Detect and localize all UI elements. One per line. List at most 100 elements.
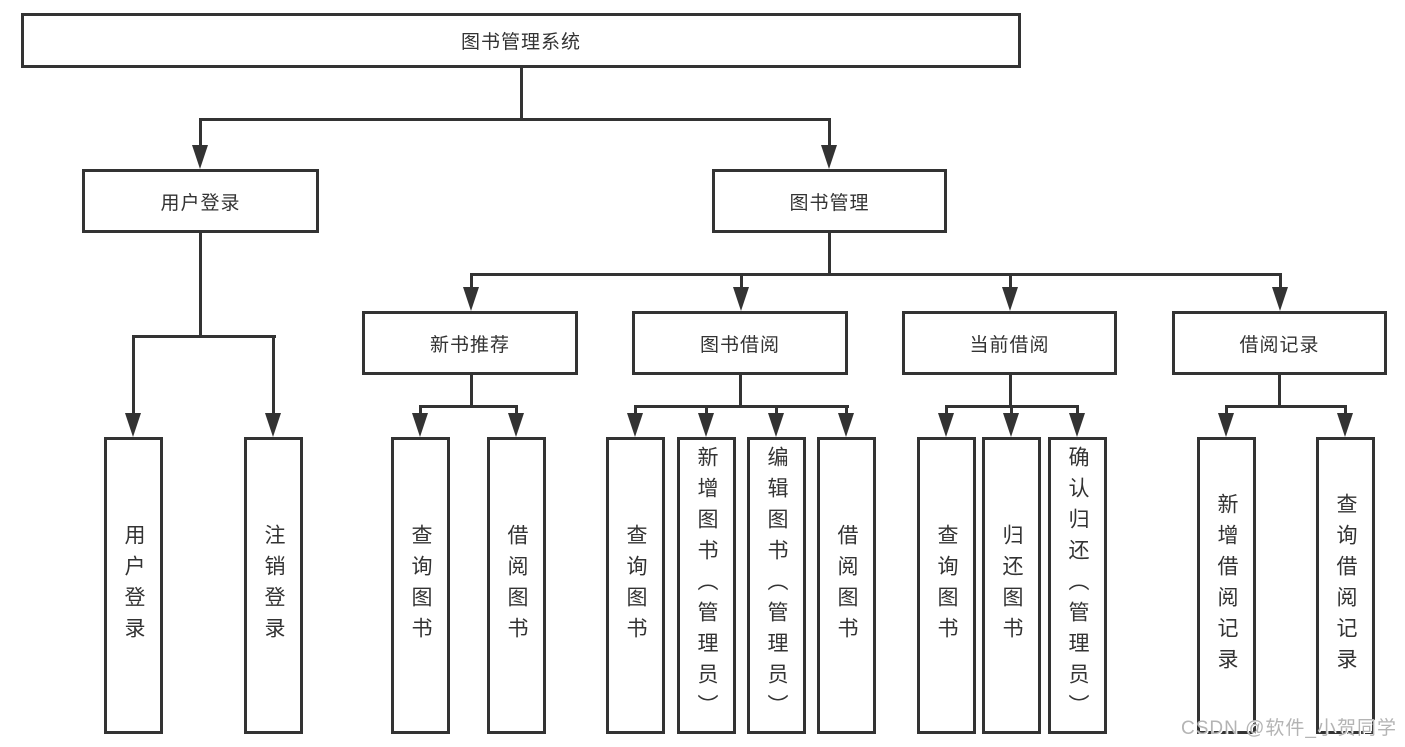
- arrow-shaft: [704, 405, 708, 413]
- down-arrow: [1271, 273, 1289, 311]
- connector-vline: [1278, 375, 1281, 405]
- leaf-borrow-books: 借阅图书: [817, 437, 876, 734]
- leaf-return-book: 归还图书: [982, 437, 1041, 734]
- down-arrow: [1002, 405, 1020, 437]
- node-current-borrow: 当前借阅: [902, 311, 1117, 375]
- down-arrow: [1336, 405, 1354, 437]
- node-root-library-system: 图书管理系统: [21, 13, 1021, 68]
- arrowhead-down-icon: [1002, 287, 1018, 311]
- arrowhead-down-icon: [463, 287, 479, 311]
- down-arrow: [767, 405, 785, 437]
- leaf-confirm-return-admin: 确认归还（管理员）: [1048, 437, 1107, 734]
- down-arrow: [732, 273, 750, 311]
- arrow-shaft: [1278, 273, 1282, 287]
- down-arrow: [820, 118, 838, 169]
- csdn-watermark: CSDN @软件_小贺同学: [1181, 718, 1397, 739]
- leaf-label: 新增借阅记录: [1215, 492, 1238, 679]
- arrow-shaft: [1075, 405, 1079, 413]
- leaf-current-query-books: 查询图书: [917, 437, 976, 734]
- arrowhead-down-icon: [265, 413, 281, 437]
- leaf-user-login: 用户登录: [104, 437, 163, 734]
- leaf-borrow-query-books: 查询图书: [606, 437, 665, 734]
- arrow-shaft: [1224, 405, 1228, 413]
- arrow-shaft: [774, 405, 778, 413]
- down-arrow: [626, 405, 644, 437]
- node-user-login: 用户登录: [82, 169, 319, 233]
- arrow-shaft: [844, 405, 848, 413]
- connector-hline: [418, 405, 518, 408]
- down-arrow: [264, 335, 282, 437]
- connector-hline: [198, 118, 831, 121]
- leaf-label: 归还图书: [1000, 523, 1023, 648]
- arrowhead-down-icon: [192, 145, 208, 169]
- arrowhead-down-icon: [838, 413, 854, 437]
- connector-hline: [634, 405, 849, 408]
- connector-hline: [1225, 405, 1347, 408]
- arrowhead-down-icon: [1337, 413, 1353, 437]
- connector-vline: [1008, 375, 1012, 405]
- down-arrow: [937, 405, 955, 437]
- arrowhead-down-icon: [768, 413, 784, 437]
- arrowhead-down-icon: [1218, 413, 1234, 437]
- down-arrow: [837, 405, 855, 437]
- leaf-label: 查询图书: [935, 523, 958, 648]
- down-arrow: [411, 405, 429, 437]
- leaf-label: 查询借阅记录: [1334, 492, 1357, 679]
- leaf-logout: 注销登录: [244, 437, 303, 734]
- down-arrow: [697, 405, 715, 437]
- leaf-label: 用户登录: [122, 523, 145, 648]
- down-arrow: [1001, 273, 1019, 311]
- node-borrow-records: 借阅记录: [1172, 311, 1387, 375]
- down-arrow: [462, 273, 480, 311]
- leaf-add-borrow-record: 新增借阅记录: [1197, 437, 1256, 734]
- arrow-shaft: [131, 335, 135, 413]
- arrowhead-down-icon: [1003, 413, 1019, 437]
- leaf-query-borrow-record: 查询借阅记录: [1316, 437, 1375, 734]
- node-new-book-recommend: 新书推荐: [362, 311, 578, 375]
- leaf-label: 借阅图书: [835, 523, 858, 648]
- arrow-shaft: [633, 405, 637, 413]
- leaf-label: 借阅图书: [505, 523, 528, 648]
- arrow-shaft: [469, 273, 473, 287]
- node-book-management: 图书管理: [712, 169, 947, 233]
- leaf-recommend-borrow-books: 借阅图书: [487, 437, 546, 734]
- arrow-shaft: [1008, 273, 1012, 287]
- arrowhead-down-icon: [508, 413, 524, 437]
- down-arrow: [124, 335, 142, 437]
- leaf-recommend-query-books: 查询图书: [391, 437, 450, 734]
- down-arrow: [507, 405, 525, 437]
- connector-vline: [198, 233, 202, 335]
- arrowhead-down-icon: [821, 145, 837, 169]
- arrowhead-down-icon: [1069, 413, 1085, 437]
- arrow-shaft: [198, 118, 202, 145]
- down-arrow: [1068, 405, 1086, 437]
- leaf-label: 新增图书（管理员）: [695, 446, 718, 725]
- connector-vline: [469, 375, 473, 405]
- connector-hline: [131, 335, 276, 338]
- arrowhead-down-icon: [938, 413, 954, 437]
- arrow-shaft: [827, 118, 831, 145]
- arrow-shaft: [418, 405, 422, 413]
- arrowhead-down-icon: [627, 413, 643, 437]
- arrow-shaft: [739, 273, 743, 287]
- leaf-label: 查询图书: [409, 523, 432, 648]
- arrowhead-down-icon: [698, 413, 714, 437]
- leaf-label: 注销登录: [262, 523, 285, 648]
- arrow-shaft: [944, 405, 948, 413]
- leaf-add-book-admin: 新增图书（管理员）: [677, 437, 736, 734]
- leaf-label: 查询图书: [624, 523, 647, 648]
- arrow-shaft: [1009, 405, 1013, 413]
- arrowhead-down-icon: [733, 287, 749, 311]
- leaf-label: 编辑图书（管理员）: [765, 446, 788, 725]
- arrow-shaft: [1343, 405, 1347, 413]
- connector-vline: [827, 233, 831, 273]
- connector-hline: [469, 273, 1281, 276]
- node-book-borrow: 图书借阅: [632, 311, 848, 375]
- connector-vline: [738, 375, 742, 405]
- connector-vline: [519, 68, 523, 118]
- arrowhead-down-icon: [412, 413, 428, 437]
- arrow-shaft: [271, 335, 275, 413]
- down-arrow: [1217, 405, 1235, 437]
- arrowhead-down-icon: [125, 413, 141, 437]
